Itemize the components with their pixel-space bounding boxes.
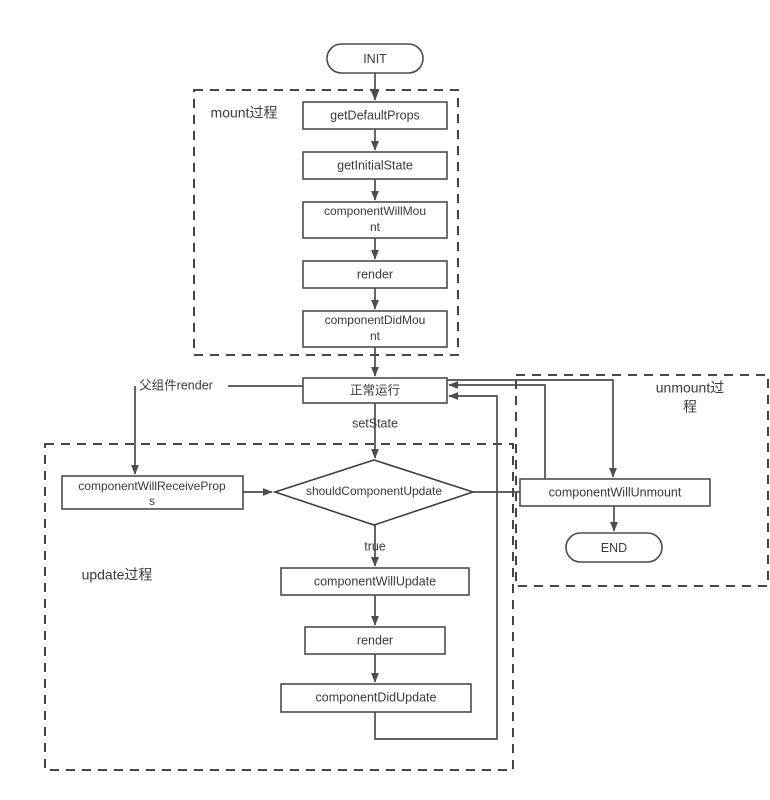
edge-componentdidupdate-to-running <box>374 392 498 740</box>
edge-label-setstate: setState <box>352 416 398 430</box>
running-label: 正常运行 <box>350 383 400 397</box>
componentwillmount-label-line2: nt <box>370 220 381 234</box>
getinitialstate-label: getInitialState <box>337 158 413 172</box>
componentwillunmount-label: componentWillUnmount <box>549 485 682 499</box>
node-componentdidmount[interactable]: componentDidMou nt <box>302 310 448 348</box>
node-getdefaultprops[interactable]: getDefaultProps <box>302 101 448 130</box>
unmount-group-label-line2: 程 <box>683 399 697 415</box>
node-running[interactable]: 正常运行 <box>302 377 448 404</box>
edge-labels: 父组件render setState true <box>139 378 398 553</box>
init-label: INIT <box>363 52 387 66</box>
componentwillreceiveprops-label-line2: s <box>149 494 155 508</box>
node-componentwillupdate[interactable]: componentWillUpdate <box>280 567 470 596</box>
group-mount: mount过程 <box>193 89 459 356</box>
end-label: END <box>601 541 627 555</box>
node-componentdidupdate[interactable]: componentDidUpdate <box>280 683 472 713</box>
end-shape[interactable] <box>565 532 663 563</box>
edge-label-true: true <box>364 539 386 553</box>
componentwillreceiveprops-label: componentWillReceiveProp <box>78 479 226 493</box>
node-shouldcomponentupdate[interactable]: shouldComponentUpdate <box>272 459 476 526</box>
running-shape[interactable] <box>302 377 448 404</box>
unmount-group-label: unmount过 <box>656 380 724 396</box>
edge-shouldcomponentupdate-false-to-running <box>448 381 546 493</box>
mount-group-label: mount过程 <box>211 105 278 121</box>
shouldcomponentupdate-label: shouldComponentUpdate <box>306 484 442 498</box>
node-render-mount[interactable]: render <box>302 260 448 289</box>
componentdidupdate-shape[interactable] <box>280 683 472 713</box>
update-group-box <box>44 443 514 771</box>
mount-group-box <box>193 89 459 356</box>
render-update-label: render <box>357 633 393 647</box>
node-componentwillmount[interactable]: componentWillMou nt <box>302 201 448 239</box>
group-unmount: unmount过 程 <box>515 374 769 587</box>
getinitialstate-shape[interactable] <box>302 151 448 180</box>
shouldcomponentupdate-shape[interactable] <box>272 459 476 526</box>
render-update-shape[interactable] <box>304 626 446 655</box>
node-componentwillreceiveprops[interactable]: componentWillReceiveProp s <box>61 475 244 510</box>
render-mount-shape[interactable] <box>302 260 448 289</box>
unmount-group-box <box>515 374 769 587</box>
node-componentwillunmount[interactable]: componentWillUnmount <box>519 478 711 507</box>
node-render-update[interactable]: render <box>304 626 446 655</box>
getdefaultprops-label: getDefaultProps <box>330 108 420 122</box>
render-mount-label: render <box>357 267 393 281</box>
node-init[interactable]: INIT <box>326 43 424 74</box>
componentdidupdate-label: componentDidUpdate <box>316 690 437 704</box>
init-shape[interactable] <box>326 43 424 74</box>
node-end[interactable]: END <box>565 532 663 563</box>
componentwillreceiveprops-shape[interactable] <box>61 475 244 510</box>
componentwillupdate-shape[interactable] <box>280 567 470 596</box>
componentwillmount-shape[interactable] <box>302 201 448 239</box>
componentwillupdate-label: componentWillUpdate <box>314 574 436 588</box>
componentwillunmount-shape[interactable] <box>519 478 711 507</box>
componentdidmount-label-line2: nt <box>370 329 381 343</box>
update-group-label: update过程 <box>82 567 153 583</box>
getdefaultprops-shape[interactable] <box>302 101 448 130</box>
edge-running-to-componentwillunmount <box>447 379 617 478</box>
componentdidmount-label: componentDidMou <box>325 313 426 327</box>
edges <box>131 73 618 740</box>
edge-label-parent-render: 父组件render <box>139 378 213 392</box>
node-getinitialstate[interactable]: getInitialState <box>302 151 448 180</box>
componentwillmount-label: componentWillMou <box>324 204 426 218</box>
group-update: update过程 <box>44 443 514 771</box>
componentdidmount-shape[interactable] <box>302 310 448 348</box>
